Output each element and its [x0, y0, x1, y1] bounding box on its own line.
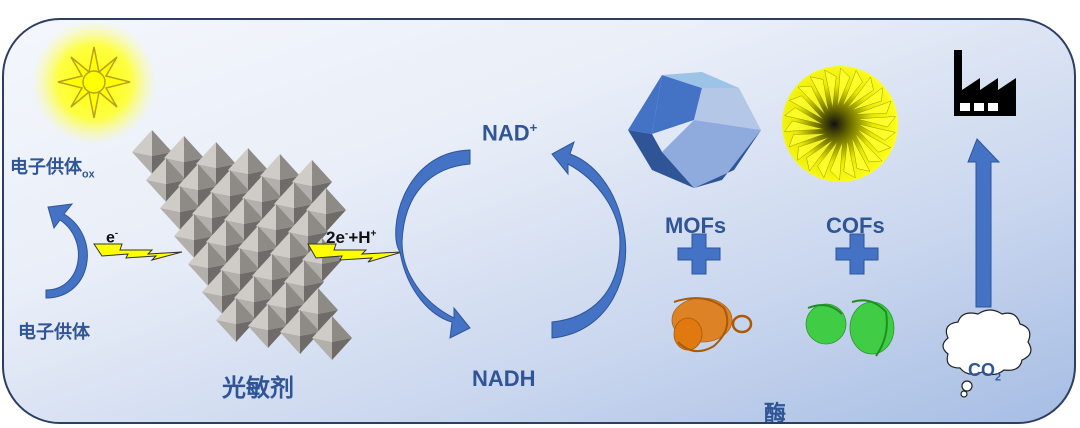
photosensitizer-label: 光敏剂	[222, 375, 294, 402]
cof-petal	[806, 140, 833, 172]
cof-petal	[788, 95, 823, 120]
electron-donor-label: 电子供体	[18, 322, 90, 342]
diagram-panel: 电子供体ox 电子供体 光敏剂 e- 2e-+H+ NAD+ NADH MOFs…	[2, 18, 1076, 424]
cof-petal	[857, 128, 892, 153]
protein-icon	[671, 297, 753, 353]
curved-arrow-icon	[551, 140, 627, 339]
cofs-label: COFs	[826, 213, 885, 238]
mof-crystal-icon	[628, 72, 761, 188]
cof-petal	[854, 133, 883, 163]
two-electron-proton-label: 2e-+H+	[326, 228, 377, 247]
nadh-label: NADH	[472, 366, 536, 391]
cof-petal	[829, 141, 843, 181]
electron-donor-ox-label: 电子供体ox	[10, 153, 95, 181]
cof-petal	[843, 140, 856, 179]
cof-petal	[855, 100, 892, 115]
sun-icon	[32, 20, 156, 144]
cof-petal	[857, 123, 896, 141]
lightning-bolt-icon	[307, 243, 403, 263]
cof-petal	[837, 67, 851, 107]
co2-label: CO2	[968, 360, 1002, 384]
cof-petal	[842, 69, 863, 107]
up-arrow-icon	[967, 138, 1001, 308]
lightning-bolt-icon	[93, 243, 183, 261]
cof-flower-icon	[782, 66, 898, 182]
plus-icon	[677, 233, 721, 275]
plus-icon	[835, 233, 879, 275]
cof-petal	[797, 137, 829, 161]
mofs-label: MOFs	[665, 213, 727, 238]
cof-petal	[817, 141, 838, 179]
cof-petal	[788, 133, 825, 148]
diagram-art	[32, 20, 1032, 398]
electron-label: e-	[106, 228, 119, 247]
cof-petal	[824, 69, 837, 108]
cof-petal	[847, 76, 874, 108]
cof-petal	[851, 87, 883, 111]
curved-arrow-icon	[395, 149, 471, 339]
ox-subscript: ox	[82, 168, 95, 181]
cof-petal	[851, 137, 871, 172]
protein-icon	[805, 299, 895, 357]
nad-plus-label: NAD+	[482, 120, 538, 146]
cof-petal	[783, 120, 823, 132]
donor-ox-text: 电子供体	[10, 157, 82, 177]
curved-arrow-icon	[45, 203, 88, 299]
cof-petal	[784, 107, 823, 125]
factory-icon	[954, 50, 1016, 116]
cof-petal	[857, 116, 897, 128]
thought-cloud-icon	[942, 309, 1032, 398]
enzyme-label: 酶	[764, 401, 787, 424]
cof-petal	[797, 85, 826, 115]
cof-petal	[809, 76, 829, 111]
